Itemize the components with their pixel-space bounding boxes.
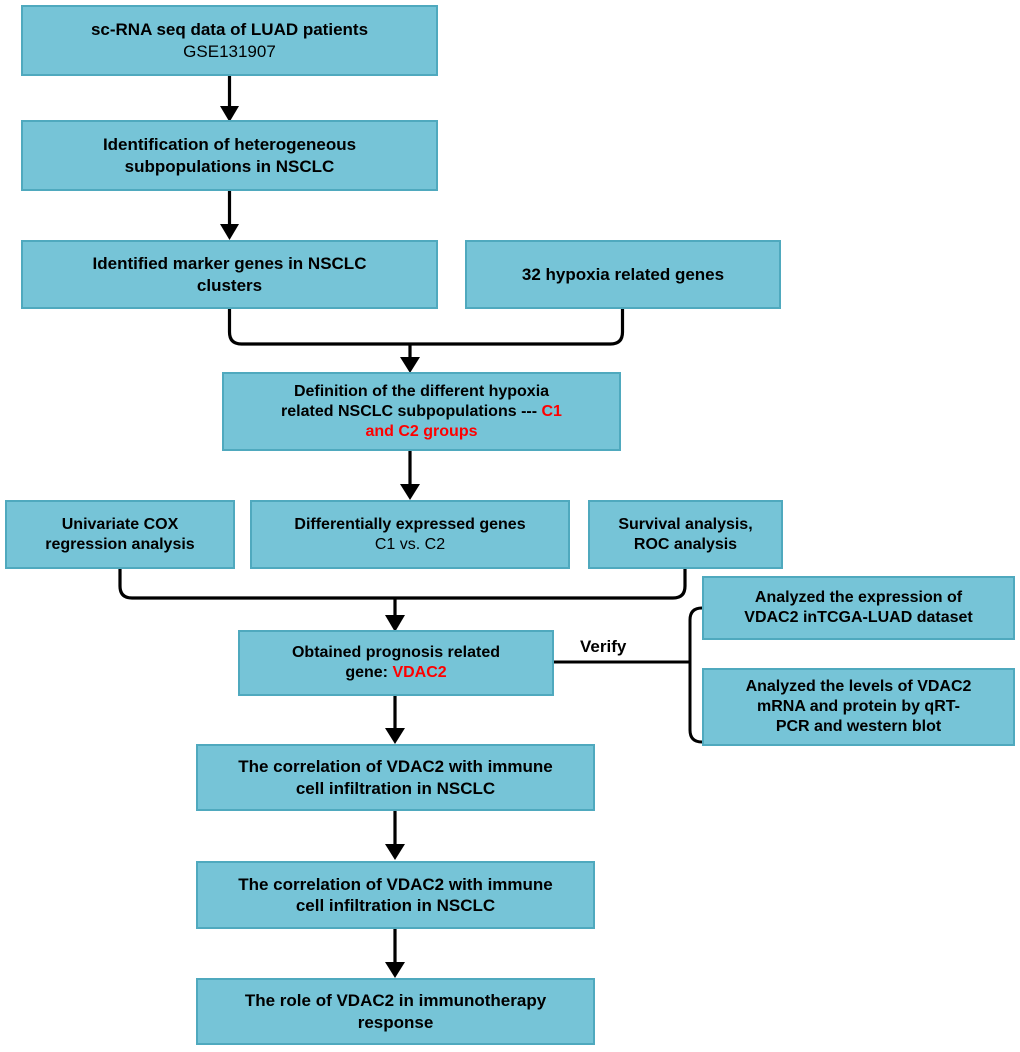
node-marker-genes-line1: Identified marker genes in NSCLC <box>92 254 367 274</box>
node-role-immunotherapy-response-line2: response <box>357 1012 434 1032</box>
node-univariate-cox-line1: Univariate COX <box>61 515 179 533</box>
node-obtained-prognosis-gene-accent: VDAC2 <box>392 664 447 681</box>
edge-n12-to-n13 <box>385 811 405 860</box>
node-identification-subpopulations-line1: Identification of heterogeneous <box>102 135 357 155</box>
node-univariate-cox[interactable]: Univariate COX regression analysis <box>5 500 235 569</box>
node-obtained-prognosis-gene[interactable]: Obtained prognosis related gene: VDAC2 <box>238 630 554 696</box>
edge-n1-to-n2 <box>220 76 239 122</box>
node-differentially-expressed-genes[interactable]: Differentially expressed genes C1 vs. C2 <box>250 500 570 569</box>
node-univariate-cox-line2: regression analysis <box>45 535 195 553</box>
node-definition-subpopulations-accent1: C1 <box>541 402 562 420</box>
node-definition-subpopulations-line2: related NSCLC subpopulations --- <box>281 402 542 420</box>
edge-n5-to-n7 <box>400 451 420 500</box>
edge-verify-branch <box>554 606 712 744</box>
node-scrna-seq-data-line2: GSE131907 <box>183 41 276 61</box>
edge-n9-to-n12 <box>385 696 405 744</box>
node-role-immunotherapy-response[interactable]: The role of VDAC2 in immunotherapy respo… <box>196 978 595 1045</box>
node-correlation-immune-infiltration-2-line1: The correlation of VDAC2 with immune <box>238 874 553 894</box>
edge-merge-n3-n4-to-n5 <box>227 309 625 373</box>
node-marker-genes-line2: clusters <box>196 275 263 295</box>
node-obtained-prognosis-gene-line1: Obtained prognosis related <box>291 644 501 661</box>
node-survival-roc-analysis-line2: ROC analysis <box>633 535 738 553</box>
node-analyzed-levels-qrtpcr-line3: PCR and western blot <box>775 718 942 735</box>
node-definition-subpopulations-accent2: and C2 groups <box>365 422 478 440</box>
node-correlation-immune-infiltration-2-line2: cell infiltration in NSCLC <box>295 896 496 915</box>
node-survival-roc-analysis-line1: Survival analysis, <box>618 515 753 533</box>
node-hypoxia-related-genes[interactable]: 32 hypoxia related genes <box>465 240 781 309</box>
node-differentially-expressed-genes-line2: C1 vs. C2 <box>374 535 446 553</box>
node-definition-subpopulations-line1: Definition of the different hypoxia <box>293 382 550 400</box>
node-role-immunotherapy-response-line1: The role of VDAC2 in immunotherapy <box>244 991 547 1011</box>
node-correlation-immune-infiltration-2[interactable]: The correlation of VDAC2 with immune cel… <box>196 861 595 929</box>
node-correlation-immune-infiltration-1[interactable]: The correlation of VDAC2 with immune cel… <box>196 744 595 811</box>
node-marker-genes[interactable]: Identified marker genes in NSCLC cluster… <box>21 240 438 309</box>
node-identification-subpopulations[interactable]: Identification of heterogeneous subpopul… <box>21 120 438 191</box>
node-analyzed-expression-tcga[interactable]: Analyzed the expression of VDAC2 inTCGA-… <box>702 576 1015 640</box>
node-analyzed-expression-tcga-line2: VDAC2 inTCGA-LUAD dataset <box>744 609 973 626</box>
node-analyzed-expression-tcga-line1: Analyzed the expression of <box>754 589 963 606</box>
node-survival-roc-analysis[interactable]: Survival analysis, ROC analysis <box>588 500 783 569</box>
edge-n2-to-n3 <box>220 191 239 240</box>
node-obtained-prognosis-gene-line2: gene: <box>345 664 393 681</box>
edge-label-verify: Verify <box>580 637 627 656</box>
edge-merge-row-to-n9 <box>118 569 687 632</box>
node-hypoxia-related-genes-line1: 32 hypoxia related genes <box>521 264 725 284</box>
edge-n13-to-n14 <box>385 929 405 978</box>
node-scrna-seq-data-line1: sc-RNA seq data of LUAD patients <box>90 20 369 40</box>
node-correlation-immune-infiltration-1-line1: The correlation of VDAC2 with immune <box>238 757 553 777</box>
node-scrna-seq-data[interactable]: sc-RNA seq data of LUAD patients GSE1319… <box>21 5 438 76</box>
node-identification-subpopulations-line2: subpopulations in NSCLC <box>124 156 335 176</box>
node-analyzed-levels-qrtpcr-line1: Analyzed the levels of VDAC2 <box>745 678 972 695</box>
node-analyzed-levels-qrtpcr[interactable]: Analyzed the levels of VDAC2 mRNA and pr… <box>702 668 1015 746</box>
node-analyzed-levels-qrtpcr-line2: mRNA and protein by qRT- <box>757 698 960 715</box>
node-correlation-immune-infiltration-1-line2: cell infiltration in NSCLC <box>295 778 496 798</box>
node-definition-subpopulations[interactable]: Definition of the different hypoxia rela… <box>222 372 621 451</box>
node-differentially-expressed-genes-line1: Differentially expressed genes <box>294 515 526 533</box>
